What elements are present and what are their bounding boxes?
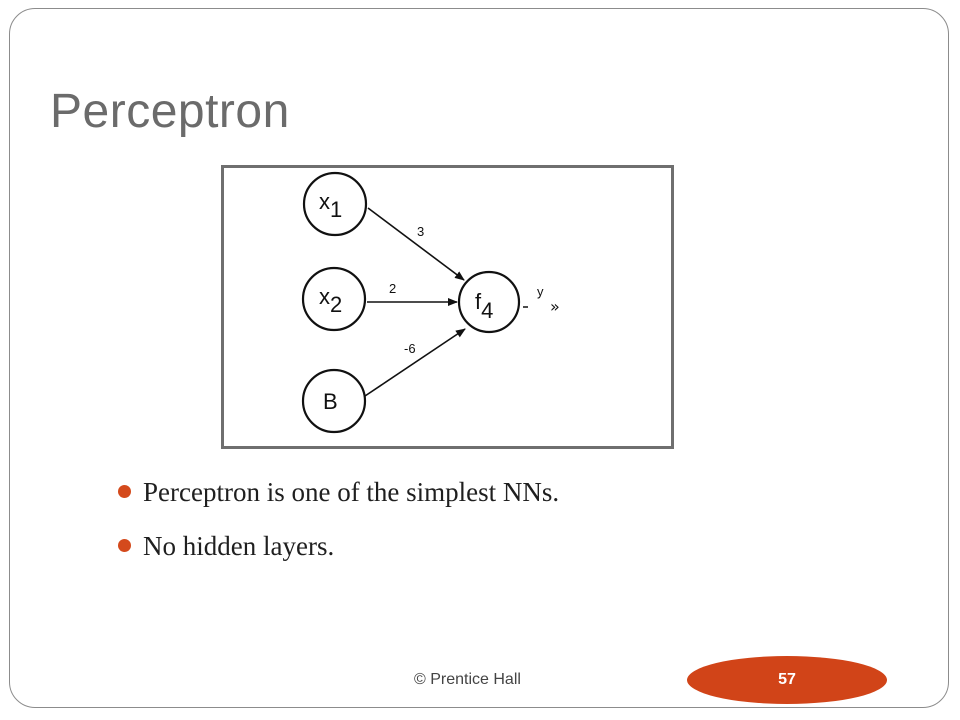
page-number-badge: 57: [687, 656, 887, 704]
node-x1: x1: [302, 171, 368, 237]
node-x1-base: x: [319, 189, 330, 214]
svg-text:x2: x2: [319, 284, 342, 317]
page-number: 57: [778, 671, 796, 688]
node-x2-sub: 2: [330, 292, 342, 317]
svg-text:f4: f4: [475, 289, 493, 323]
output-arrow-icon: »: [550, 297, 560, 316]
node-b: B: [301, 368, 367, 434]
bullet-text: Perceptron is one of the simplest NNs.: [143, 477, 560, 507]
node-f4-base: f: [475, 289, 482, 314]
weight-x2-label: 2: [389, 281, 396, 296]
node-x2-base: x: [319, 284, 330, 309]
bullet-item: No hidden layers.: [116, 528, 559, 582]
node-b-label: B: [323, 389, 338, 414]
output-label: y: [537, 284, 544, 299]
svg-text:x1: x1: [319, 189, 342, 222]
weight-b-label: -6: [404, 341, 416, 356]
bullet-text: No hidden layers.: [143, 531, 335, 561]
node-f4-sub: 4: [481, 298, 493, 323]
edge-b-f4: [364, 328, 466, 397]
node-f4: f4: [457, 270, 521, 334]
diagram-canvas: 3 2 -6 » y x1 x2 B f4: [301, 171, 560, 434]
node-x1-sub: 1: [330, 197, 342, 222]
perceptron-diagram: 3 2 -6 » y x1 x2 B f4: [221, 165, 674, 449]
bullet-dot-icon: [118, 485, 131, 498]
footer-copyright: © Prentice Hall: [414, 671, 521, 688]
bullet-dot-icon: [118, 539, 131, 552]
bullet-list: Perceptron is one of the simplest NNs. N…: [116, 474, 559, 582]
slide-title: Perceptron: [50, 85, 290, 138]
node-x2: x2: [301, 266, 367, 332]
edge-x1-f4: [367, 207, 465, 281]
bullet-item: Perceptron is one of the simplest NNs.: [116, 474, 559, 528]
weight-x1-label: 3: [417, 224, 424, 239]
